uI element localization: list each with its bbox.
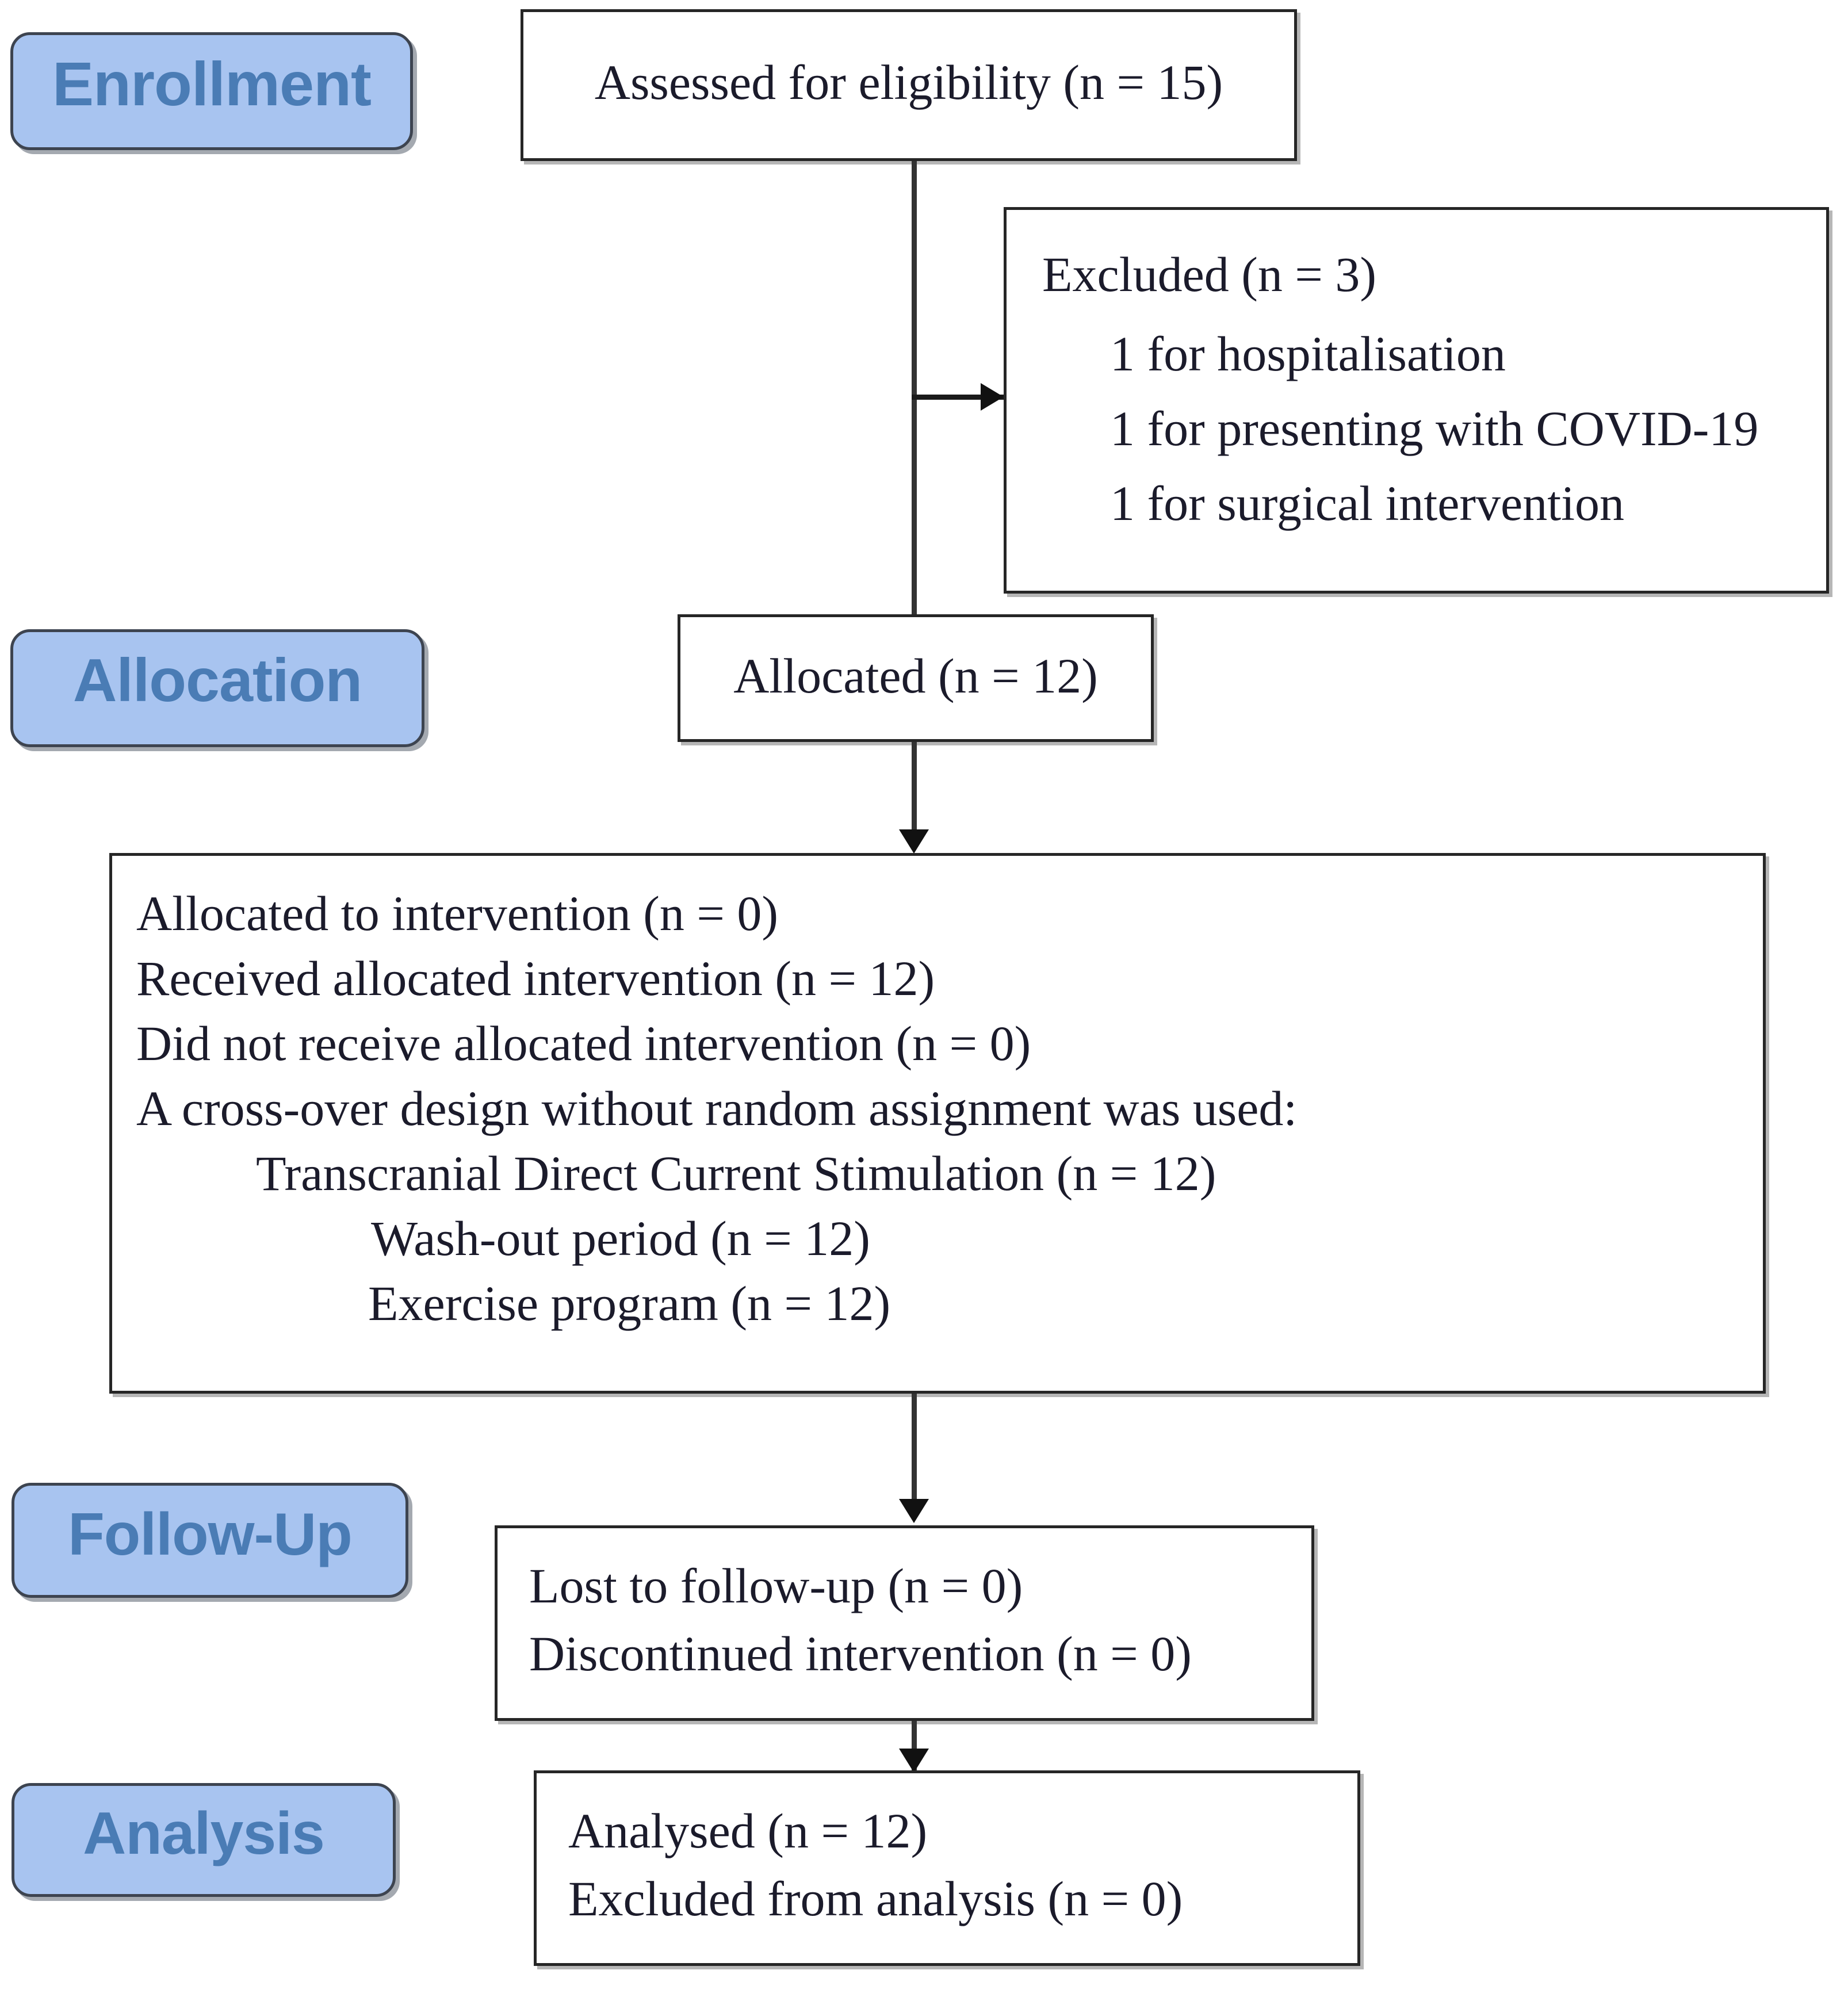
box-analysis-line: Excluded from analysis (n = 0) [568, 1871, 1183, 1926]
stage-badge-allocation-label: Allocation [72, 646, 362, 714]
connector-allocated-to-intervention [912, 742, 917, 834]
stage-badge-analysis: Analysis [12, 1783, 396, 1897]
arrowhead-to-excluded [981, 383, 1004, 411]
box-followup-line: Discontinued intervention (n = 0) [529, 1626, 1192, 1681]
box-assessed-for-eligibility: Assessed for eligibility (n = 15) [521, 9, 1297, 161]
box-analysis: Analysed (n = 12) Excluded from analysis… [534, 1770, 1360, 1966]
box-intervention-phase: Exercise program (n = 12) [368, 1276, 891, 1331]
arrowhead-to-intervention [899, 829, 929, 854]
box-intervention-details: Allocated to intervention (n = 0) Receiv… [109, 853, 1766, 1394]
box-allocated: Allocated (n = 12) [678, 614, 1154, 742]
box-intervention-phase: Wash-out period (n = 12) [371, 1211, 870, 1266]
box-excluded-reason: 1 for hospitalisation [1110, 326, 1506, 381]
box-intervention-line: Allocated to intervention (n = 0) [136, 886, 779, 941]
box-analysis-line: Analysed (n = 12) [568, 1803, 928, 1858]
stage-badge-allocation: Allocation [10, 629, 424, 747]
box-allocated-line: Allocated (n = 12) [733, 648, 1098, 703]
connector-branch-to-excluded [912, 395, 1004, 400]
box-excluded-reason: 1 for surgical intervention [1110, 476, 1625, 531]
box-intervention-line: A cross-over design without random assig… [136, 1081, 1298, 1136]
box-intervention-phase: Transcranial Direct Current Stimulation … [256, 1146, 1216, 1201]
box-followup-line: Lost to follow-up (n = 0) [529, 1558, 1023, 1613]
stage-badge-followup-label: Follow-Up [68, 1501, 353, 1568]
stage-badge-enrollment-label: Enrollment [52, 49, 372, 118]
stage-badge-analysis-label: Analysis [83, 1800, 325, 1867]
stage-badge-followup: Follow-Up [12, 1483, 408, 1598]
box-excluded: Excluded (n = 3) 1 for hospitalisation 1… [1004, 207, 1829, 594]
arrowhead-to-analysis [899, 1749, 929, 1773]
box-intervention-line: Received allocated intervention (n = 12) [136, 951, 935, 1006]
box-excluded-reason: 1 for presenting with COVID-19 [1110, 401, 1759, 456]
connector-intervention-to-followup [912, 1394, 917, 1503]
box-excluded-heading: Excluded (n = 3) [1042, 247, 1377, 302]
box-followup: Lost to follow-up (n = 0) Discontinued i… [495, 1525, 1314, 1721]
connector-assessed-to-allocated [912, 161, 917, 615]
stage-badge-enrollment: Enrollment [10, 32, 413, 150]
arrowhead-to-followup [899, 1499, 929, 1523]
box-assessed-line: Assessed for eligibility (n = 15) [594, 55, 1223, 110]
box-intervention-line: Did not receive allocated intervention (… [136, 1016, 1031, 1071]
